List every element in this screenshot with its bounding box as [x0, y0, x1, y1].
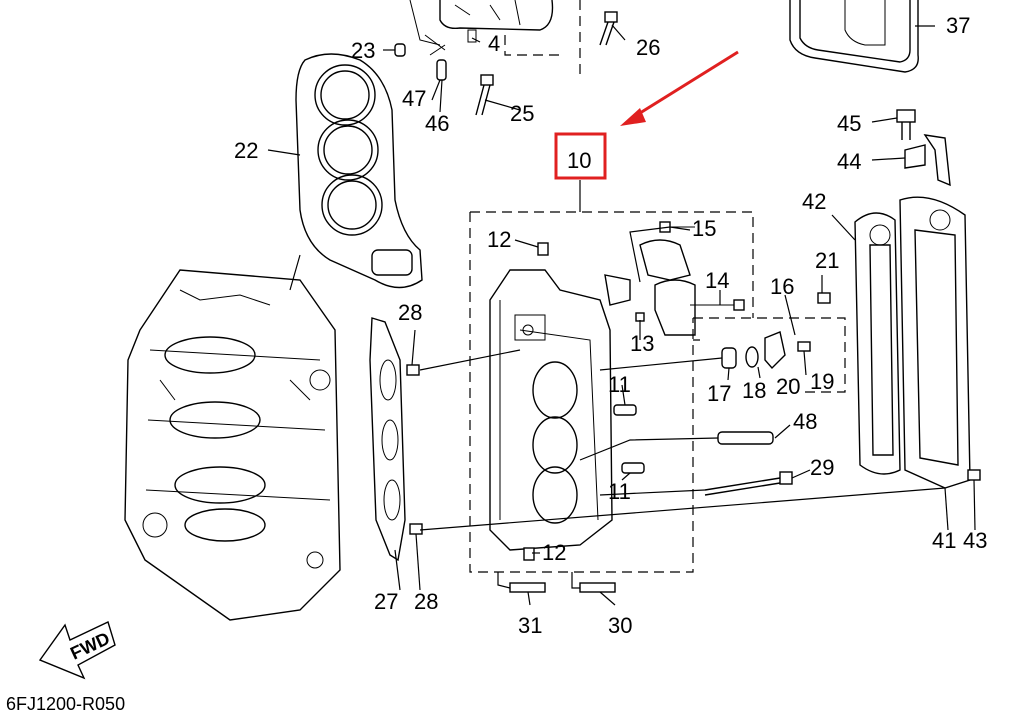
- cylinder-head-group-box: [469, 211, 754, 573]
- exhaust-covers: [854, 196, 981, 489]
- callout-28a: 28: [398, 300, 422, 325]
- gasket-27: [369, 317, 406, 562]
- callout-25: 25: [510, 101, 534, 126]
- callout-17: 17: [707, 381, 731, 406]
- callout-21: 21: [815, 248, 839, 273]
- callout-4: 4: [488, 31, 500, 56]
- highlight-box: [554, 132, 607, 180]
- callout-29: 29: [810, 455, 834, 480]
- callout-14: 14: [705, 268, 729, 293]
- callout-31: 31: [518, 613, 542, 638]
- callout-10: 10: [567, 148, 591, 173]
- callout-44: 44: [837, 149, 861, 174]
- callout-16: 16: [770, 274, 794, 299]
- callout-37: 37: [946, 13, 970, 38]
- thermostat-parts: [721, 292, 831, 370]
- rocker-cover-gasket: [789, 0, 919, 73]
- camshaft-caps: [604, 221, 745, 336]
- highlight-arrow: [620, 50, 739, 126]
- callout-23: 23: [351, 38, 375, 63]
- bracket-44-45: [896, 109, 951, 187]
- callout-18: 18: [742, 378, 766, 403]
- dowel-pins: [406, 364, 423, 535]
- callout-26: 26: [636, 35, 660, 60]
- diagram-code: 6FJ1200-R050: [6, 694, 125, 714]
- thermostat-group-box: [693, 317, 846, 393]
- callout-45: 45: [837, 111, 861, 136]
- callout-27: 27: [374, 589, 398, 614]
- callout-43: 43: [963, 528, 987, 553]
- fwd-arrow: FWD: [38, 621, 116, 680]
- small-parts-left: [394, 34, 447, 81]
- engine-block: [124, 269, 341, 621]
- callout-42: 42: [802, 189, 826, 214]
- callout-41: 41: [932, 528, 956, 553]
- callout-11a: 11: [608, 372, 631, 397]
- top-partial-assembly: [409, 0, 581, 80]
- callout-28b: 28: [414, 589, 438, 614]
- callout-13: 13: [630, 331, 654, 356]
- callout-46: 46: [425, 111, 449, 136]
- callout-11b: 11: [608, 479, 631, 504]
- cylinder-head: [489, 242, 613, 561]
- callout-15: 15: [692, 216, 716, 241]
- callout-47: 47: [402, 86, 426, 111]
- head-gasket-22: [295, 53, 423, 289]
- leader-lines: [267, 24, 976, 606]
- callout-30: 30: [608, 613, 632, 638]
- bolts-top: [475, 11, 618, 116]
- callout-22: 22: [234, 138, 258, 163]
- callout-12a: 12: [487, 227, 511, 252]
- callout-12b: 12: [542, 540, 566, 565]
- callout-48: 48: [793, 409, 817, 434]
- callout-19: 19: [810, 369, 834, 394]
- callout-20: 20: [776, 374, 800, 399]
- callouts: 4 10 11 11 12 12 13 14 15 16 17 18 19 20…: [234, 13, 987, 638]
